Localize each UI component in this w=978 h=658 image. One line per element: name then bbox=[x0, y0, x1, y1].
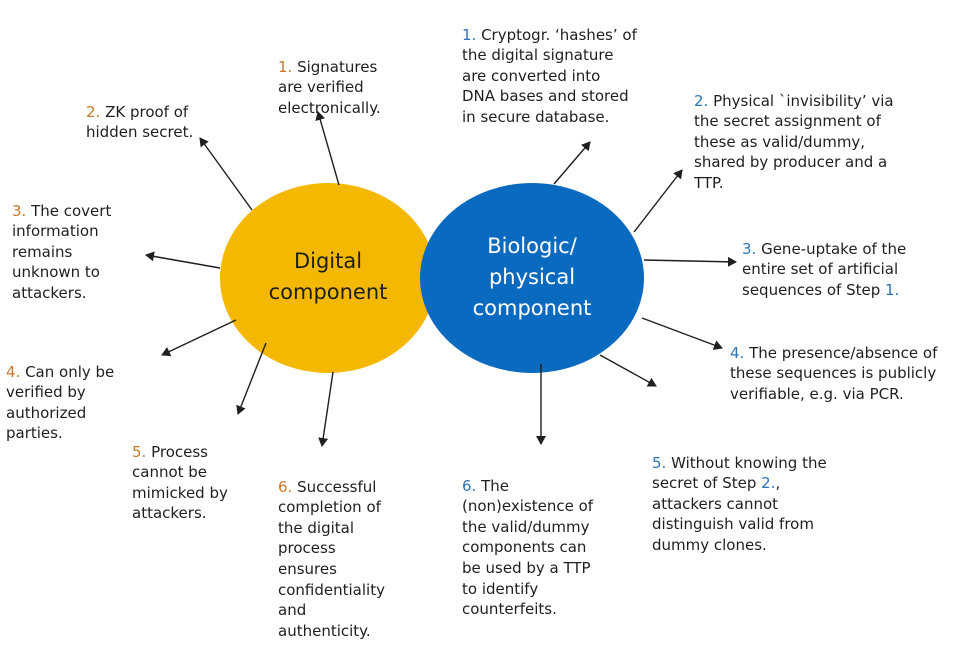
bio-note-step-ref: 2. bbox=[761, 474, 776, 493]
bio-note-text: Gene-uptake of the entire set of artific… bbox=[742, 239, 907, 299]
bio-note-number: 5. bbox=[652, 453, 667, 472]
bio-note-number: 3. bbox=[742, 239, 757, 258]
digital-note-number: 3. bbox=[12, 201, 27, 220]
bio-note-1: 1. Cryptogr. ‘hashes’ of the digital sig… bbox=[462, 4, 637, 128]
arrow-digital-4 bbox=[161, 319, 237, 357]
bio-note-number: 2. bbox=[694, 91, 709, 110]
bio-note-3: 3. Gene-uptake of the entire set of arti… bbox=[742, 218, 906, 300]
bio-note-text: The presence/absence of these sequences … bbox=[730, 343, 938, 403]
bio-note-number: 4. bbox=[730, 343, 745, 362]
arrow-bio-5 bbox=[599, 354, 657, 387]
bio-note-6: 6. The (non)existence of the valid/dummy… bbox=[462, 455, 593, 620]
arrow-digital-6 bbox=[318, 371, 334, 447]
digital-note-text: The covert information remains unknown t… bbox=[12, 201, 112, 302]
digital-note-text: Can only be verified by authorized parti… bbox=[6, 362, 115, 443]
bio-note-number: 1. bbox=[462, 25, 477, 44]
bio-note-text: Physical `invisibility’ via the secret a… bbox=[694, 91, 894, 192]
arrow-bio-1 bbox=[553, 141, 591, 185]
bio-note-4: 4. The presence/absence of these sequenc… bbox=[730, 322, 937, 404]
arrow-digital-2 bbox=[199, 137, 253, 211]
bio-component-ellipse bbox=[420, 183, 644, 373]
digital-note-5: 5. Process cannot be mimicked by attacke… bbox=[132, 421, 228, 524]
bio-note-number: 6. bbox=[462, 476, 477, 495]
bio-note-2: 2. Physical `invisibility’ via the secre… bbox=[694, 70, 894, 194]
bio-note-text-continued: , attackers cannot distinguish valid fro… bbox=[652, 474, 814, 554]
arrow-bio-3 bbox=[643, 256, 737, 267]
arrow-digital-5 bbox=[236, 342, 267, 415]
bio-note-text: Cryptogr. ‘hashes’ of the digital signat… bbox=[462, 25, 637, 126]
bio-component-title: Biologic/ physical component bbox=[472, 234, 592, 320]
digital-note-4: 4. Can only be verified by authorized pa… bbox=[6, 341, 114, 444]
digital-component-title: Digital component bbox=[268, 249, 388, 304]
digital-note-6: 6. Successful completion of the digital … bbox=[278, 456, 385, 641]
digital-note-number: 2. bbox=[86, 102, 101, 121]
digital-note-number: 6. bbox=[278, 477, 293, 496]
digital-note-number: 1. bbox=[278, 57, 293, 76]
digital-component-ellipse bbox=[220, 183, 436, 373]
arrow-bio-2 bbox=[633, 169, 683, 233]
digital-note-number: 4. bbox=[6, 362, 21, 381]
digital-note-1: 1. Signatures are verified electronicall… bbox=[278, 36, 381, 118]
digital-note-text: ZK proof of hidden secret. bbox=[86, 102, 194, 142]
bio-note-step-ref: 1. bbox=[885, 280, 900, 299]
digital-note-text: Successful completion of the digital pro… bbox=[278, 477, 385, 640]
digital-note-text: Signatures are verified electronically. bbox=[278, 57, 381, 117]
bio-note-text: Without knowing the secret of Step bbox=[652, 453, 827, 493]
digital-note-2: 2. ZK proof of hidden secret. bbox=[86, 81, 193, 143]
digital-note-3: 3. The covert information remains unknow… bbox=[12, 180, 111, 304]
arrow-digital-1 bbox=[315, 111, 340, 186]
digital-note-number: 5. bbox=[132, 442, 147, 461]
digital-note-text: Process cannot be mimicked by attackers. bbox=[132, 442, 228, 523]
bio-note-text: The (non)existence of the valid/dummy co… bbox=[462, 476, 594, 619]
arrow-bio-4 bbox=[641, 317, 723, 350]
bio-note-5: 5. Without knowing the secret of Step 2.… bbox=[652, 432, 827, 556]
arrow-digital-3 bbox=[145, 251, 221, 269]
